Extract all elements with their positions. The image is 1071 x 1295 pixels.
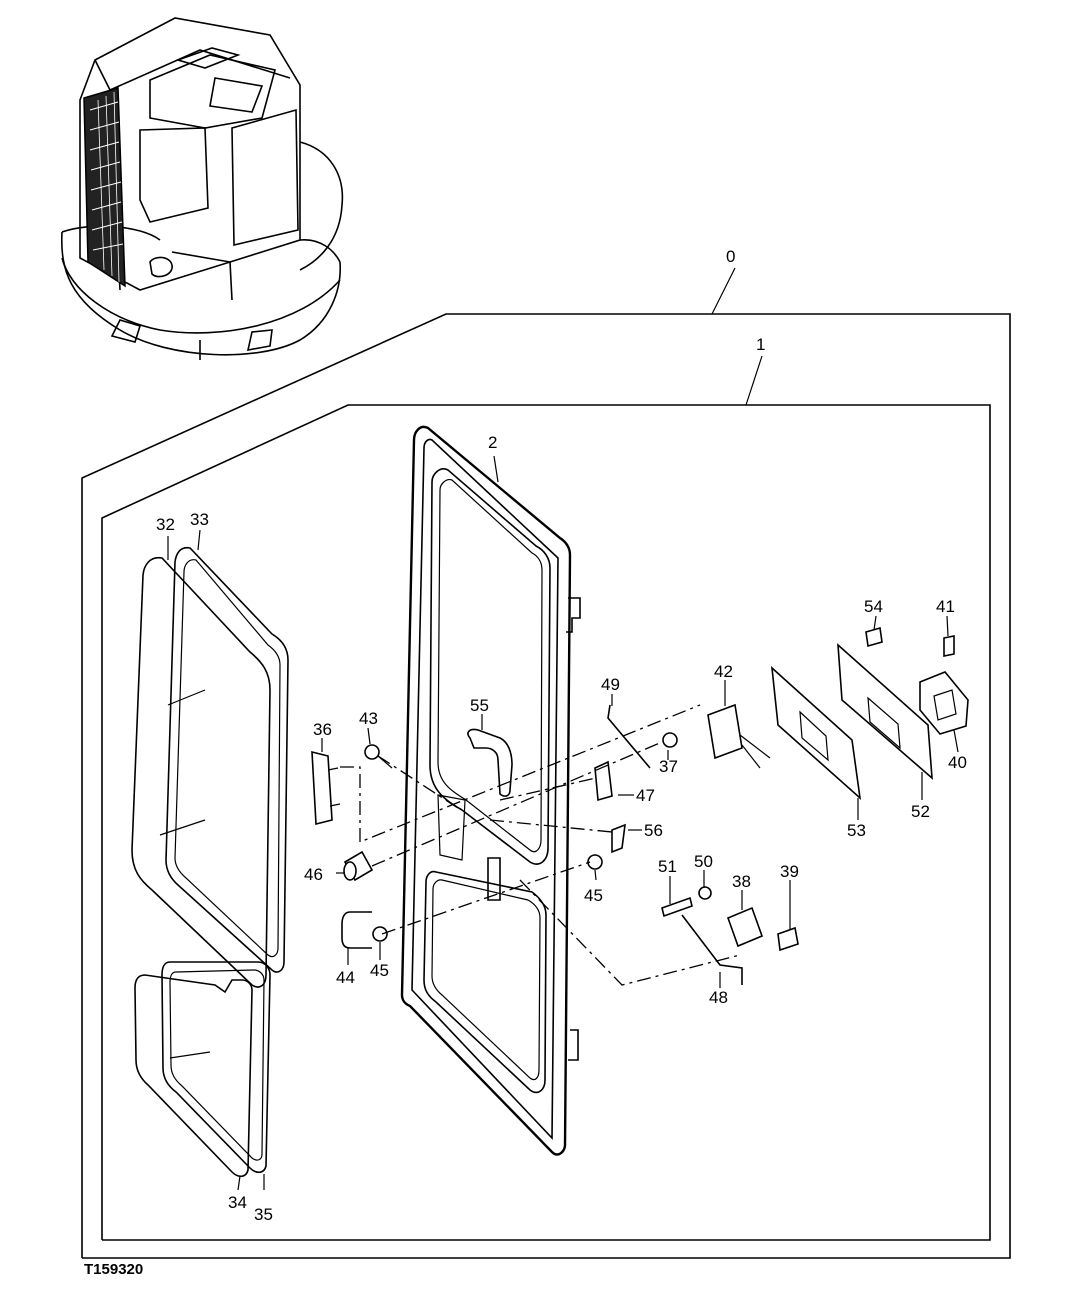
callout-56: 56 — [644, 821, 663, 840]
callout-55: 55 — [470, 696, 489, 715]
callout-40: 40 — [948, 753, 967, 772]
callout-47: 47 — [636, 786, 655, 805]
upper-glass-and-seal — [131, 546, 289, 988]
callout-33: 33 — [190, 510, 209, 529]
part-45-nut-right — [587, 854, 603, 870]
callout-42: 42 — [714, 662, 733, 681]
callout-34: 34 — [228, 1193, 247, 1212]
hardware-parts — [311, 626, 969, 985]
callout-43: 43 — [359, 709, 378, 728]
part-37-nut — [662, 732, 678, 748]
part-48-rod — [681, 914, 743, 985]
callout-52: 52 — [911, 802, 930, 821]
callout-46: 46 — [304, 865, 323, 884]
callout-50: 50 — [694, 852, 713, 871]
part-55-handle — [467, 728, 513, 797]
part-53-plate — [770, 666, 862, 801]
callout-36: 36 — [313, 720, 332, 739]
callout-45-right: 45 — [584, 886, 603, 905]
callout-32: 32 — [156, 515, 175, 534]
part-39-screw — [777, 926, 799, 952]
callout-labels: 0 1 2 32 33 34 35 36 43 55 49 42 37 47 5… — [156, 247, 967, 1224]
callout-35: 35 — [254, 1205, 273, 1224]
part-44-u-bolt — [341, 911, 372, 949]
part-45-nut-left — [372, 926, 388, 942]
callout-1: 1 — [756, 335, 765, 354]
part-36-cover — [311, 750, 333, 826]
callout-0: 0 — [726, 247, 735, 266]
lower-glass-and-seal — [134, 961, 271, 1178]
part-42-latch — [707, 703, 743, 760]
alignment-lines — [340, 704, 741, 986]
part-50-nut — [698, 886, 712, 900]
figure-code: T159320 — [84, 1261, 143, 1278]
door-frame — [400, 425, 581, 1156]
assembly-brackets — [81, 267, 1011, 1259]
part-49-rod — [607, 704, 651, 769]
part-47-clip — [594, 760, 613, 802]
callout-2: 2 — [488, 433, 497, 452]
callout-48: 48 — [709, 988, 728, 1007]
callout-38: 38 — [732, 872, 751, 891]
part-43-bolt — [364, 744, 380, 760]
part-38-lock — [726, 906, 764, 948]
leader-lines — [167, 455, 959, 1191]
callout-54: 54 — [864, 597, 883, 616]
part-52-panel — [837, 643, 933, 780]
callout-45-left: 45 — [370, 961, 389, 980]
part-54-screw — [865, 626, 883, 648]
callout-41: 41 — [936, 597, 955, 616]
cab-overview — [60, 17, 344, 360]
part-40-housing — [919, 671, 969, 735]
callout-51: 51 — [658, 857, 677, 876]
part-56-screw — [611, 823, 626, 854]
callout-37: 37 — [659, 757, 678, 776]
callout-44: 44 — [336, 968, 355, 987]
callout-49: 49 — [601, 675, 620, 694]
callout-39: 39 — [780, 862, 799, 881]
part-51-bolt — [661, 896, 693, 918]
part-41-screw — [943, 635, 955, 657]
callout-53: 53 — [847, 821, 866, 840]
